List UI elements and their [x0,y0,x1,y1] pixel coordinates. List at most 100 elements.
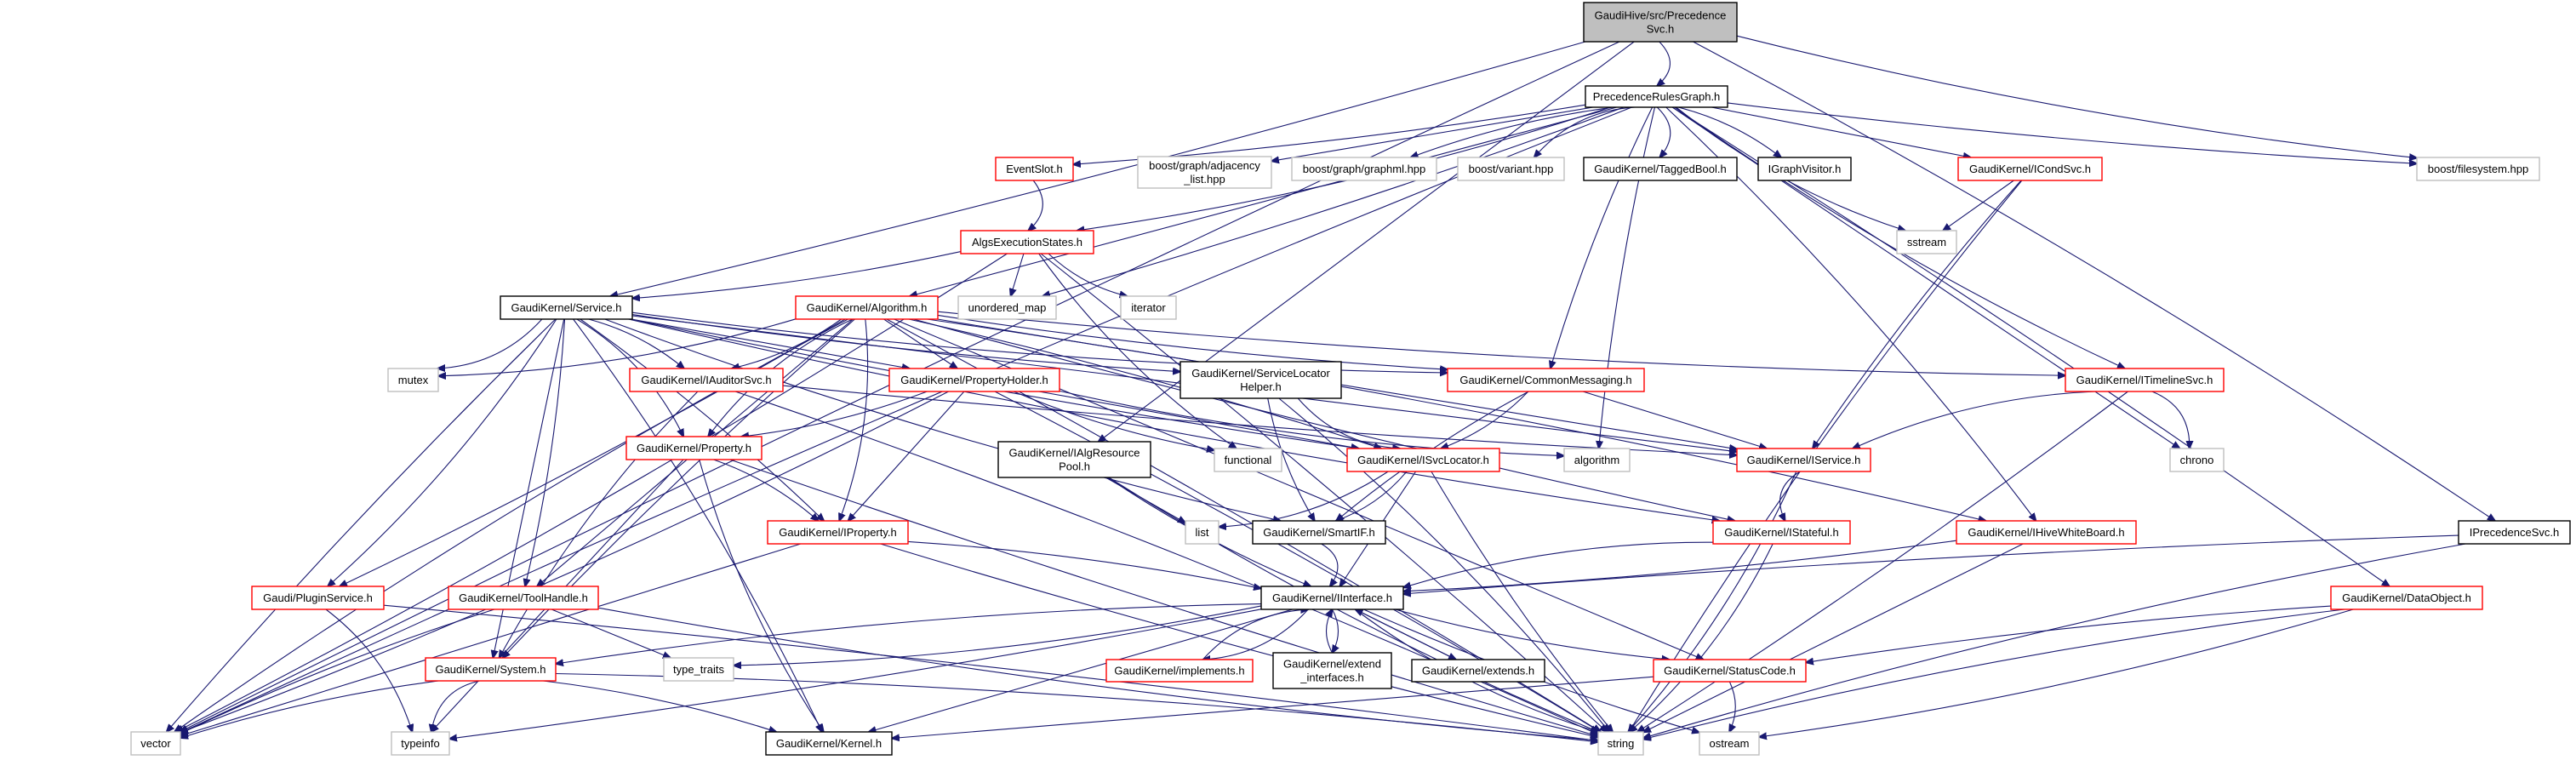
node-label: mutex [398,374,429,386]
node-algorithm_h[interactable]: GaudiKernel/Algorithm.h [795,295,939,320]
node-commonmsg[interactable]: GaudiKernel/CommonMessaging.h [1447,368,1645,392]
edge-prg-to-graphml [1411,106,1614,157]
node-label: GaudiKernel/ISvcLocator.h [1357,454,1489,466]
edge-iprecsvc-to-string [1643,543,2466,738]
node-box [625,436,763,460]
node-label: GaudiKernel/Service.h [511,301,621,314]
node-label: Helper.h [1240,380,1281,393]
node-eventslot[interactable]: EventSlot.h [995,157,1074,181]
node-ihivewb[interactable]: GaudiKernel/IHiveWhiteBoard.h [1956,520,2137,545]
node-label: boost/graph/graphml.hpp [1303,163,1426,175]
node-extendif[interactable]: GaudiKernel/extend_interfaces.h [1272,652,1392,689]
node-pluginservice[interactable]: Gaudi/PluginService.h [251,586,385,610]
edge-iproperty-to-string [880,543,1598,737]
node-box [1757,157,1852,181]
edge-iprecsvc-to-iinterface [1403,534,2459,594]
node-isvclocator[interactable]: GaudiKernel/ISvcLocator.h [1346,448,1500,472]
node-iproperty[interactable]: GaudiKernel/IProperty.h [767,520,909,545]
node-toolhandle[interactable]: GaudiKernel/ToolHandle.h [448,586,599,610]
node-graphml[interactable]: boost/graph/graphml.hpp [1291,157,1437,181]
node-box [1896,230,1957,254]
node-iauditorsvc[interactable]: GaudiKernel/IAuditorSvc.h [629,368,784,392]
node-algsexec[interactable]: AlgsExecutionStates.h [960,230,1094,254]
edge-dataobject-to-string [1643,609,2345,740]
node-box [1957,157,2103,181]
node-type_traits[interactable]: type_traits [663,657,734,682]
node-label: sstream [1907,236,1946,249]
node-iterator[interactable]: iterator [1120,295,1177,320]
node-root[interactable]: GaudiHive/src/PrecedenceSvc.h [1583,2,1738,43]
node-smartif[interactable]: GaudiKernel/SmartIF.h [1252,520,1386,545]
node-label: string [1608,737,1635,750]
node-box [1291,157,1437,181]
node-label: GaudiKernel/extend [1283,658,1381,671]
edge-property-to-string [729,459,1598,736]
node-adjlist[interactable]: boost/graph/adjacency_list.hpp [1137,156,1272,189]
edge-istateful-to-string [1630,543,1773,732]
node-vector[interactable]: vector [130,731,181,756]
node-string[interactable]: string [1597,731,1644,756]
edge-commonmsg-to-iservice [1582,391,1767,449]
edge-slhelper-to-isvclocator [1297,397,1400,449]
node-box [1252,520,1386,545]
edge-propertyholder-to-isvclocator [1038,391,1359,449]
node-propertyholder[interactable]: GaudiKernel/PropertyHolder.h [888,368,1060,392]
node-label: GaudiKernel/TaggedBool.h [1594,163,1726,175]
edge-service-to-iauditorsvc [588,318,684,369]
edge-statuscode-to-ostream [1729,681,1735,732]
edge-root-to-prg [1657,41,1671,86]
node-label: GaudiKernel/SmartIF.h [1263,526,1375,539]
node-kernel[interactable]: GaudiKernel/Kernel.h [765,731,893,756]
node-algorithm[interactable]: algorithm [1563,448,1631,472]
node-igraphvisitor[interactable]: IGraphVisitor.h [1757,157,1852,181]
node-system[interactable]: GaudiKernel/System.h [425,657,557,682]
node-ostream[interactable]: ostream [1699,731,1760,756]
edge-iinterface-to-system [556,603,1262,664]
node-box [1346,448,1500,472]
node-box [500,295,633,320]
node-variant[interactable]: boost/variant.hpp [1457,157,1565,181]
node-itimelinesvc[interactable]: GaudiKernel/ITimelineSvc.h [2065,368,2225,392]
node-box [629,368,784,392]
edge-prg-to-itimelinesvc [1674,106,2125,369]
node-filesystem[interactable]: boost/filesystem.hpp [2416,157,2540,181]
edge-iinterface-to-kernel [869,609,1293,732]
node-label: GaudiKernel/System.h [435,663,545,676]
edge-algsexec-to-unordered_map [1011,253,1025,296]
node-iinterface[interactable]: GaudiKernel/IInterface.h [1260,586,1404,610]
node-property[interactable]: GaudiKernel/Property.h [625,436,763,460]
node-label: GaudiKernel/IProperty.h [779,526,897,539]
node-typeinfo[interactable]: typeinfo [391,731,450,756]
node-implements[interactable]: GaudiKernel/implements.h [1105,659,1254,683]
node-extends[interactable]: GaudiKernel/extends.h [1411,659,1545,683]
node-sstream[interactable]: sstream [1896,230,1957,254]
node-service[interactable]: GaudiKernel/Service.h [500,295,633,320]
node-mutex[interactable]: mutex [387,368,439,392]
edge-icondsvc-to-iservice [1813,180,2022,449]
edge-prg-to-igraphvisitor [1677,106,1781,157]
node-dataobject[interactable]: GaudiKernel/DataObject.h [2330,586,2483,610]
node-unordered_map[interactable]: unordered_map [957,295,1057,320]
node-iservice[interactable]: GaudiKernel/IService.h [1736,448,1871,472]
node-box [1563,448,1631,472]
edge-dataobject-to-ostream [1759,609,2354,737]
node-label: typeinfo [401,737,440,750]
edge-statuscode-to-kernel [892,676,1654,738]
node-icondsvc[interactable]: GaudiKernel/ICondSvc.h [1957,157,2103,181]
node-prg[interactable]: PrecedenceRulesGraph.h [1585,85,1728,108]
node-label: GaudiKernel/IAuditorSvc.h [641,374,771,386]
node-list[interactable]: list [1185,520,1219,545]
node-label: Svc.h [1647,23,1675,36]
edge-isvclocator-to-smartif [1336,471,1408,521]
node-statuscode[interactable]: GaudiKernel/StatusCode.h [1653,659,1807,683]
node-chrono[interactable]: chrono [2169,448,2225,472]
node-layer: GaudiHive/src/PrecedenceSvc.hPrecedenceR… [130,2,2571,756]
node-istateful[interactable]: GaudiKernel/IStateful.h [1712,520,1851,545]
node-box [1597,731,1644,756]
edge-slhelper-to-smartif [1267,397,1315,521]
node-taggedbool[interactable]: GaudiKernel/TaggedBool.h [1583,157,1738,181]
node-iprecsvc[interactable]: IPrecedenceSvc.h [2458,520,2571,545]
node-functional[interactable]: functional [1214,448,1282,472]
